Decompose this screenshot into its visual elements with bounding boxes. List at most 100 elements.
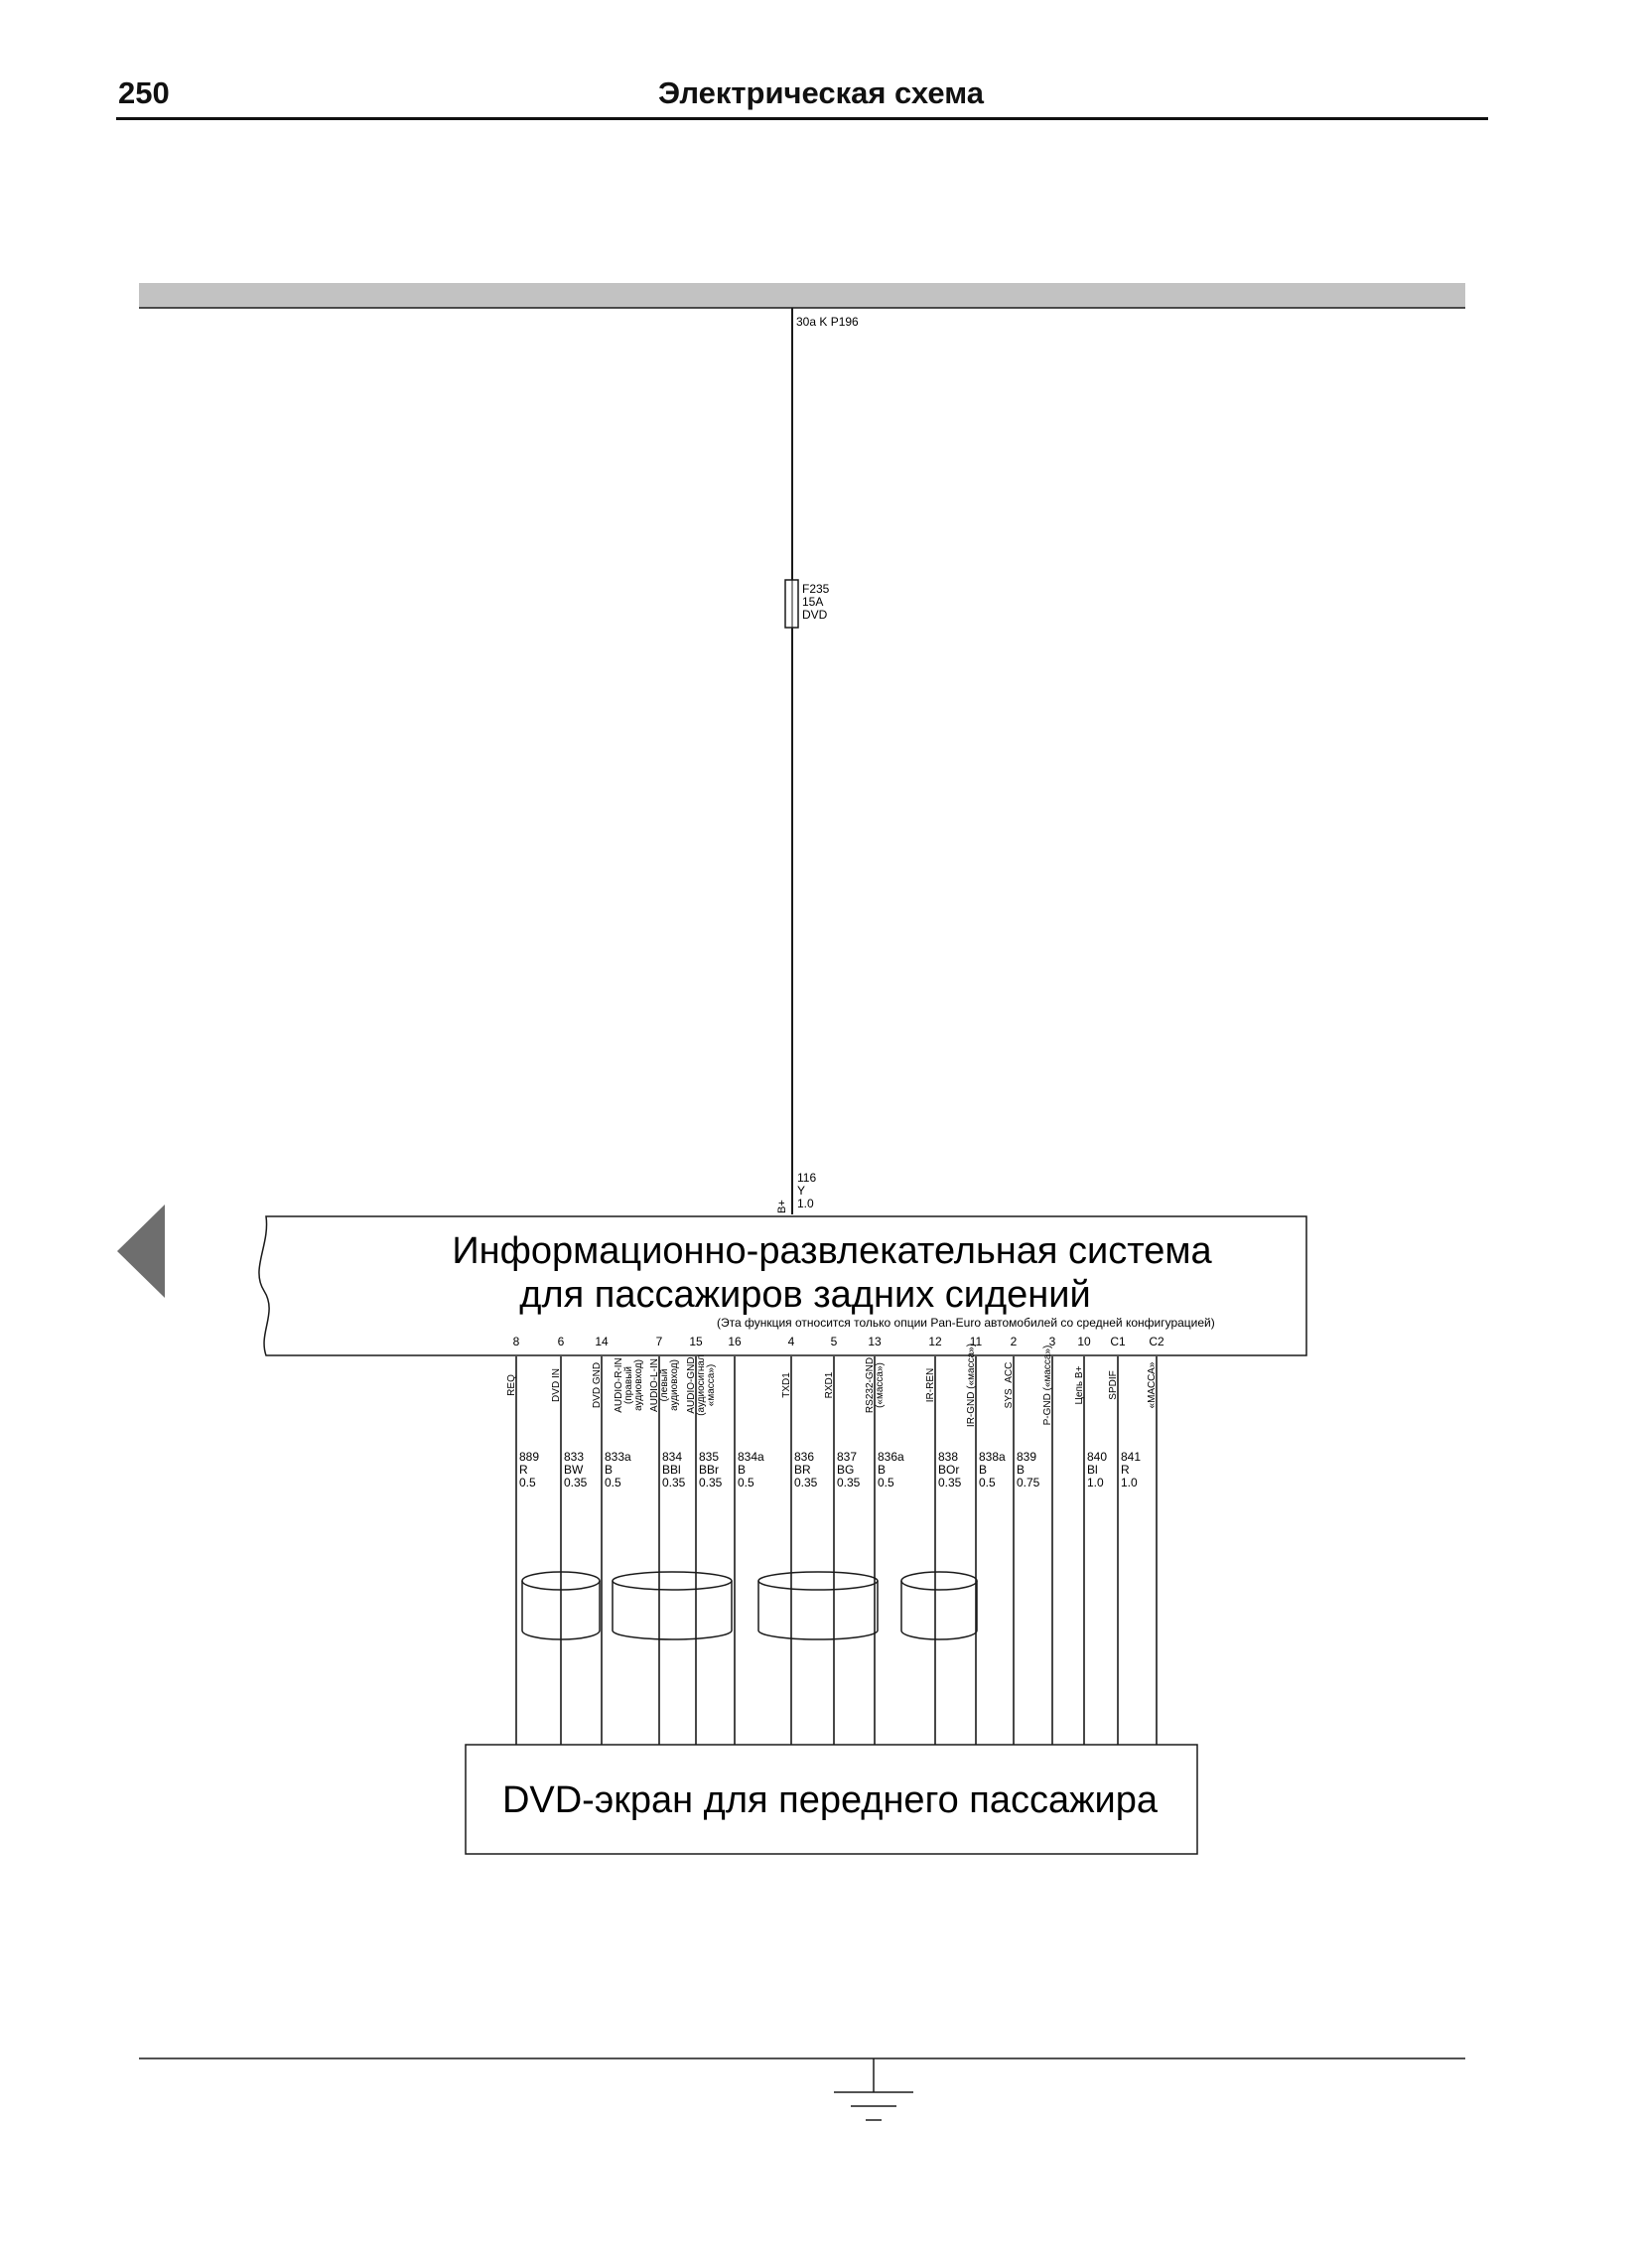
signal-name: «масса») (706, 1364, 717, 1406)
shielded-cable-icon (612, 1571, 733, 1640)
a1-pin-number: 7 (656, 1335, 663, 1348)
signal-name: RS232-GND (865, 1357, 876, 1413)
a1-pin-number: 16 (728, 1335, 742, 1348)
a1-pin-number: 5 (831, 1335, 838, 1348)
a1-pin-number: 11 (970, 1335, 983, 1348)
wire-spec: 833 (564, 1450, 584, 1464)
signal-name: (аудиосигнал (696, 1354, 707, 1416)
wire-spec: 0.35 (837, 1476, 861, 1489)
wire-spec: 0.5 (979, 1476, 996, 1489)
signal-name: TXD1 (781, 1372, 792, 1398)
a1-pin-number: 8 (513, 1335, 520, 1348)
fuse-rating: 15A (802, 595, 823, 609)
a1-pin-number: 3 (1049, 1335, 1056, 1348)
shielded-cable-icon (900, 1571, 978, 1640)
wire-spec: B (1017, 1463, 1025, 1477)
wire-spec: 840 (1087, 1450, 1107, 1464)
wire-spec: 838 (938, 1450, 958, 1464)
shielded-cable-icon (521, 1571, 601, 1640)
wire-spec: 836 (794, 1450, 814, 1464)
wire-spec: 0.35 (564, 1476, 588, 1489)
wire-spec: 0.35 (699, 1476, 723, 1489)
signal-name: REQ (506, 1374, 517, 1396)
page-title: Электрическая схема (658, 75, 984, 110)
signal-name: AUDIO-GND (686, 1356, 697, 1413)
wire-spec: 0.5 (519, 1476, 536, 1489)
signal-name: IR-REN (925, 1368, 936, 1402)
a1-pin-number: 14 (595, 1335, 609, 1348)
bus-source-label: 30a K P196 (796, 315, 859, 329)
signal-name: DVD IN (551, 1368, 562, 1402)
page-number: 250 (118, 75, 170, 110)
module-b-title: DVD-экран для переднего пассажира (502, 1779, 1159, 1821)
signal-name: (правый (623, 1366, 634, 1404)
wire-spec: 0.5 (738, 1476, 754, 1489)
module-a1-title-line1: Информационно-развлекательная система (452, 1230, 1212, 1272)
signal-name: DVD GND (592, 1362, 603, 1408)
wire-spec: 836a (878, 1450, 904, 1464)
header-rule (116, 117, 1488, 120)
wire-spec: 1.0 (1087, 1476, 1104, 1489)
wire-spec: R (519, 1463, 528, 1477)
pin-column: 15AUDIO-GND(аудиосигнал«масса»)835BBr0.3… (686, 1335, 723, 1770)
wire-spec: 834 (662, 1450, 682, 1464)
wire-spec: B (605, 1463, 613, 1477)
signal-name: IR-GND («масса») (966, 1344, 977, 1427)
fuse-circuit: DVD (802, 608, 828, 622)
a1-pin-number: C2 (1149, 1335, 1164, 1348)
a1-pin-number: 13 (868, 1335, 882, 1348)
wire-spec: 837 (837, 1450, 857, 1464)
a1-pin-number: 6 (558, 1335, 565, 1348)
signal-name: P-GND («масса») (1042, 1346, 1053, 1426)
wire-spec: B (878, 1463, 886, 1477)
a1-pin-number: 4 (788, 1335, 795, 1348)
signal-name: («масса») (875, 1362, 886, 1408)
wire-spec: 0.5 (878, 1476, 894, 1489)
wire-spec: 0.35 (938, 1476, 962, 1489)
wire-spec: Bl (1087, 1463, 1098, 1477)
fuse-id: F235 (802, 582, 830, 596)
wire-spec: 1.0 (1121, 1476, 1138, 1489)
supply-pin-label: B+ (776, 1200, 788, 1213)
supply-wire-number: 116 (797, 1171, 816, 1185)
signal-name: «МАССА» (1147, 1361, 1158, 1408)
signal-name: SYS_ACC (1004, 1362, 1015, 1409)
a1-pin-number: 10 (1077, 1335, 1091, 1348)
supply-wire-color: Y (797, 1184, 805, 1198)
wire-spec: BBl (662, 1463, 681, 1477)
wire-spec: 834a (738, 1450, 764, 1464)
wire-spec: R (1121, 1463, 1130, 1477)
wire-spec: 835 (699, 1450, 719, 1464)
wire-spec: B (738, 1463, 746, 1477)
wire-spec: 0.5 (605, 1476, 621, 1489)
module-a1-note: (Эта функция относится только опции Pan-… (717, 1316, 1215, 1330)
wire-spec: 833a (605, 1450, 631, 1464)
power-bus (139, 283, 1465, 308)
wire-spec: 839 (1017, 1450, 1036, 1464)
wire-spec: 838a (979, 1450, 1006, 1464)
previous-page-arrow-icon[interactable] (117, 1205, 165, 1298)
wire-spec: BR (794, 1463, 811, 1477)
signal-name: Цепь B+ (1074, 1365, 1085, 1404)
a1-pin-number: 15 (689, 1335, 703, 1348)
module-a1-box (258, 1215, 1307, 1356)
a1-pin-number: 2 (1011, 1335, 1018, 1348)
wire-spec: B (979, 1463, 987, 1477)
signal-name: аудиовход) (669, 1359, 680, 1411)
signal-name: аудиовход) (633, 1359, 644, 1411)
module-b-box (465, 1744, 1198, 1855)
shielded-cable-icon (757, 1571, 879, 1640)
pin-column: C2«МАССА»C2 (1147, 1335, 1164, 1770)
